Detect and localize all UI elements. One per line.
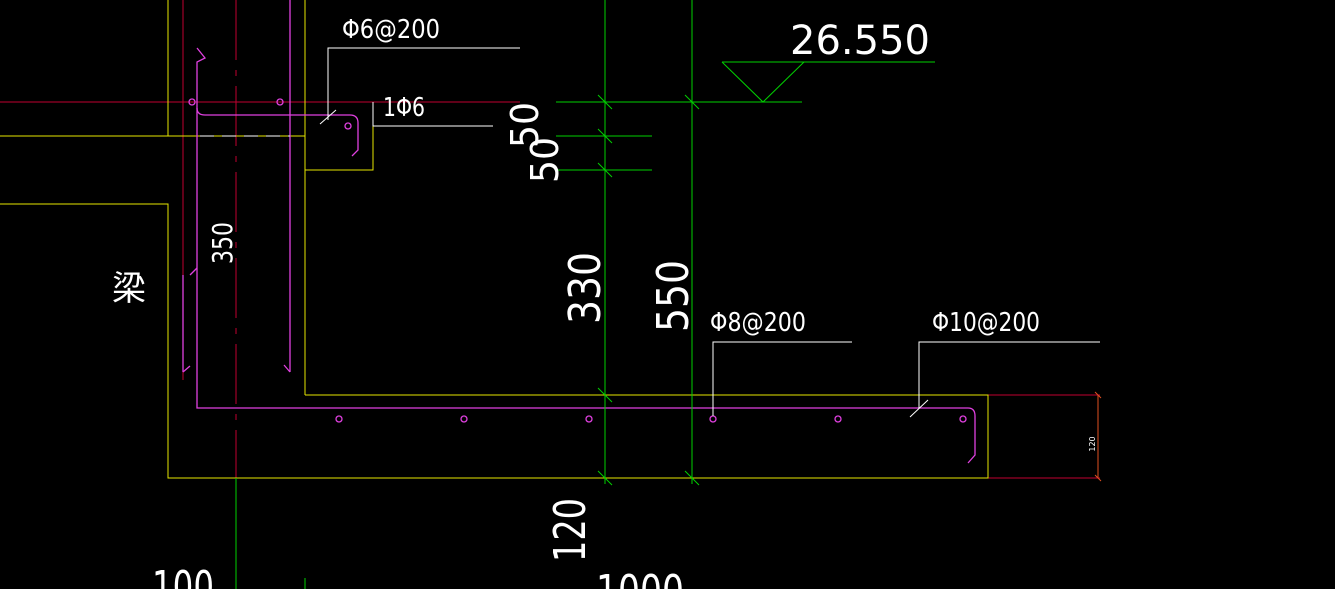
leader-top-rebar [327, 47, 520, 120]
elevation-label: 26.550 [790, 18, 930, 64]
slab-thickness-small-label: 120 [1088, 436, 1097, 451]
concrete-outline [0, 0, 989, 479]
tick [597, 470, 613, 486]
rebar-dot [959, 415, 967, 423]
wall-rebar-left-top [189, 267, 198, 276]
tick [597, 128, 613, 144]
tick [597, 94, 613, 110]
bottom-mid-partial-label: 1000 [596, 566, 684, 589]
leader-top-rebar-tick [319, 109, 337, 125]
rebar-dot [709, 415, 717, 423]
small-dim-tick-top [1094, 391, 1102, 399]
tick [597, 387, 613, 403]
tick [684, 470, 700, 486]
rebar-dot [276, 98, 284, 106]
rebar [182, 0, 976, 464]
wall-rebar-left-hook [182, 365, 191, 373]
beam-label: 梁 [112, 269, 146, 309]
dim-330-label: 330 [560, 252, 611, 324]
dim-50-top-label: 50 [503, 102, 547, 148]
leader-slab-top [918, 341, 1100, 408]
rebar-dot [344, 122, 352, 130]
dimension-lines [235, 0, 935, 589]
slab-end-dimension [1094, 391, 1102, 482]
leader-lines [319, 47, 1100, 418]
tick [684, 94, 700, 110]
dim-120-label: 120 [545, 498, 596, 562]
rebar-dot [188, 98, 196, 106]
leader-corner-bar [372, 102, 493, 127]
dim-50-bottom-label: 50 [523, 137, 567, 183]
top-rebar-spacing-label: Φ6@200 [342, 15, 440, 45]
slab-bottom-rebar-label: Φ8@200 [710, 308, 806, 338]
wall-rebar-outer [196, 47, 976, 464]
leader-slab-top-tick [909, 399, 929, 418]
bottom-left-partial-label: 100 [152, 562, 214, 589]
slab-top-rebar-label: Φ10@200 [932, 308, 1040, 338]
rebar-dot [335, 415, 343, 423]
rebar-dot [585, 415, 593, 423]
tick [597, 162, 613, 178]
wall-rebar-inner-top [196, 107, 359, 157]
elevation-triangle [721, 61, 805, 103]
rebar-dot [834, 415, 842, 423]
dim-550-label: 550 [648, 260, 699, 332]
beam-outline [0, 203, 989, 479]
corner-bar-label: 1Φ6 [383, 93, 425, 123]
wall-dim-label: 350 [206, 222, 239, 264]
corner-nib-outline [305, 102, 374, 171]
wall-rebar-hook [283, 364, 291, 373]
small-dim-tick-bottom [1094, 474, 1102, 482]
rebar-dot [460, 415, 468, 423]
leader-slab-bottom [712, 341, 852, 416]
